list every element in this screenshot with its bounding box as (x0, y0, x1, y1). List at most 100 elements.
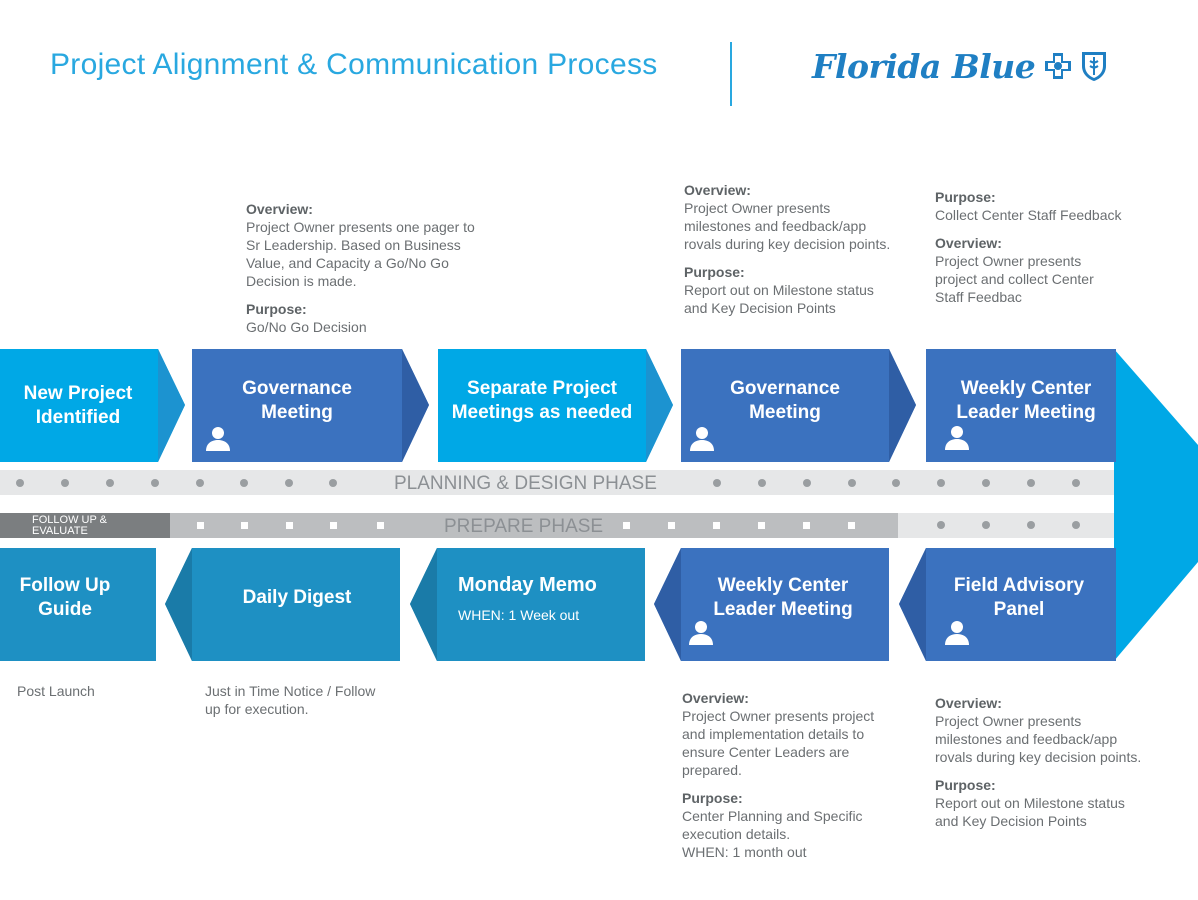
bottom-box-5-shape (899, 548, 1116, 661)
planning-dot (285, 479, 293, 487)
box-line: Daily Digest (242, 586, 352, 608)
box-line: Follow Up (19, 574, 111, 596)
note-bottom-daily-digest: Just in Time Notice / Follow up for execu… (205, 682, 375, 718)
bottom-box-daily-digest[interactable]: Daily Digest (192, 548, 402, 661)
note-heading: Purpose: (935, 189, 996, 205)
planning-dot (106, 479, 114, 487)
bottom-box-field-advisory[interactable]: Field Advisory Panel (926, 548, 1112, 661)
planning-phase-label: PLANNING & DESIGN PHASE (394, 472, 657, 494)
top-box-2-shape (192, 349, 429, 462)
top-box-governance-meeting[interactable]: Governance Meeting (192, 349, 402, 462)
page-title: Project Alignment & Communication Proces… (50, 48, 658, 81)
planning-dot (892, 479, 900, 487)
planning-dot (16, 479, 24, 487)
planning-dot (713, 479, 721, 487)
planning-dot (329, 479, 337, 487)
note-line: and Key Decision Points (935, 813, 1087, 829)
note-line: Center Planning and Specific (682, 808, 863, 824)
note-line: execution details. (682, 826, 791, 842)
big-arrow-shape (1114, 349, 1198, 661)
box-line: Meeting (261, 401, 333, 423)
note-heading: Overview: (682, 690, 749, 706)
person-icon (689, 621, 713, 645)
prepare-square (758, 522, 765, 529)
bottom-box-3-shape (410, 548, 645, 661)
box-line: Panel (993, 598, 1045, 620)
top-box-new-project[interactable]: New Project Identified (0, 349, 156, 462)
planning-dot (937, 479, 945, 487)
note-heading: Purpose: (246, 301, 307, 317)
bottom-box-4-shape (654, 548, 889, 661)
note-line: Sr Leadership. Based on Business (246, 237, 461, 253)
note-line: Project Owner presents (935, 713, 1082, 729)
note-line: ensure Center Leaders are (682, 744, 850, 760)
florida-blue-logo: Florida Blue (812, 44, 1107, 88)
bottom-box-follow-up-guide[interactable]: Follow Up Guide (0, 548, 130, 661)
prepare-dot (982, 521, 990, 529)
box-line: Identified (35, 406, 121, 428)
header-divider (730, 42, 732, 106)
top-box-1-tip (158, 349, 185, 462)
note-line: and Key Decision Points (684, 300, 836, 316)
box-line: Separate Project (467, 377, 617, 399)
note-heading: Overview: (935, 695, 1002, 711)
note-line: Project Owner presents project (682, 708, 875, 724)
box-line: Leader Meeting (713, 598, 853, 620)
note-line: milestones and feedback/app (684, 218, 867, 234)
note-line: Decision is made. (246, 273, 357, 289)
planning-dot (803, 479, 811, 487)
box-line: Meeting (749, 401, 821, 423)
prepare-square (241, 522, 248, 529)
follow-up-band (0, 513, 170, 538)
prepare-square (713, 522, 720, 529)
note-heading: Purpose: (682, 790, 743, 806)
note-line: rovals during key decision points. (935, 749, 1142, 765)
note-bottom-follow-up: Post Launch (17, 682, 95, 700)
top-box-separate-project[interactable]: Separate Project Meetings as needed (438, 349, 646, 462)
bottom-box-weekly-center[interactable]: Weekly Center Leader Meeting (681, 548, 885, 661)
planning-dot (240, 479, 248, 487)
bottom-box-monday-memo[interactable]: Monday Memo WHEN: 1 Week out (458, 548, 658, 661)
note-heading: Overview: (246, 201, 313, 217)
note-line: Just in Time Notice / Follow (205, 683, 376, 699)
prepare-square (377, 522, 384, 529)
prepare-square (330, 522, 337, 529)
note-bottom-field-advisory: Overview: Project Owner presents milestone… (935, 694, 1141, 830)
note-line: milestones and feedback/app (935, 731, 1118, 747)
note-line: Post Launch (17, 683, 95, 699)
top-box-4-shape (681, 349, 916, 462)
bottom-box-2-tip (165, 548, 192, 661)
person-icon (690, 427, 714, 451)
prepare-band-light (898, 513, 1114, 538)
note-top-governance: Overview:Project Owner presents one page… (246, 200, 475, 336)
note-heading: Purpose: (684, 264, 745, 280)
box-line: Monday Memo (458, 573, 597, 596)
bottom-box-5-tip (899, 548, 926, 661)
planning-dot (848, 479, 856, 487)
note-heading: Overview: (935, 235, 1002, 251)
logo-text: Florida Blue (812, 46, 1036, 86)
note-line: project and collect Center (935, 271, 1094, 287)
prepare-square (848, 522, 855, 529)
follow-up-line-1: FOLLOW UP & (32, 514, 107, 526)
note-line: prepared. (682, 762, 742, 778)
top-box-governance-meeting-2[interactable]: Governance Meeting (681, 349, 889, 462)
note-line: up for execution. (205, 701, 309, 717)
planning-dot (1027, 479, 1035, 487)
prepare-square (668, 522, 675, 529)
planning-band (0, 470, 1114, 495)
bottom-box-4-tip (654, 548, 681, 661)
top-box-2-tip (402, 349, 429, 462)
planning-dot (151, 479, 159, 487)
box-line: Weekly Center (960, 377, 1092, 399)
note-line: Value, and Capacity a Go/No Go (246, 255, 449, 271)
box-line: Weekly Center (717, 574, 849, 596)
top-box-weekly-center[interactable]: Weekly Center Leader Meeting (926, 349, 1126, 462)
prepare-dot (1027, 521, 1035, 529)
box-line: Governance (730, 377, 840, 399)
bottom-box-2-shape (165, 548, 400, 661)
note-line: Report out on Milestone status (684, 282, 874, 298)
